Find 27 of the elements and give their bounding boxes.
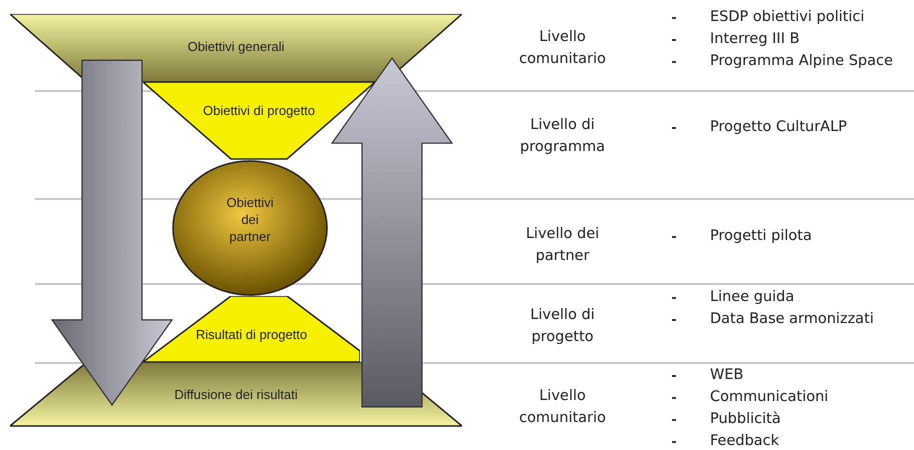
list-item: Pubblicità [710, 410, 781, 429]
node-label: Diffusione dei risultati [173, 386, 299, 403]
node-label: Obiettivi di progetto [202, 102, 316, 119]
block-arrow [50, 60, 174, 406]
list-item: Linee guida [710, 288, 794, 307]
list-item: Interreg III B [710, 30, 800, 49]
list-item: Progetti pilota [710, 227, 812, 246]
list-item: Data Base armonizzati [710, 310, 874, 329]
list-item: Programma Alpine Space [710, 52, 893, 71]
list-item: WEB [710, 366, 744, 385]
level-label: Livello di programma [519, 116, 606, 157]
list-item: Progetto CulturALP [710, 118, 847, 137]
block-arrow [330, 57, 454, 408]
level-label: Livello comunitario [518, 28, 607, 69]
list-item: Feedback [710, 432, 780, 450]
band-shape [143, 82, 375, 160]
list-item: Communicationi [710, 388, 828, 407]
node-label: Obiettivi generali [186, 38, 286, 55]
circle-shape [172, 160, 328, 296]
level-label: Livello di progetto [529, 306, 596, 347]
band-shape [143, 296, 360, 364]
node-label: Obiettivi dei partner [226, 194, 274, 245]
level-label: Livello comunitario [518, 387, 607, 428]
band-shape [10, 14, 462, 82]
list-item: ESDP obiettivi politici [710, 8, 864, 27]
node-label: Risultati di progetto [194, 326, 308, 343]
level-label: Livello dei partner [524, 225, 600, 266]
